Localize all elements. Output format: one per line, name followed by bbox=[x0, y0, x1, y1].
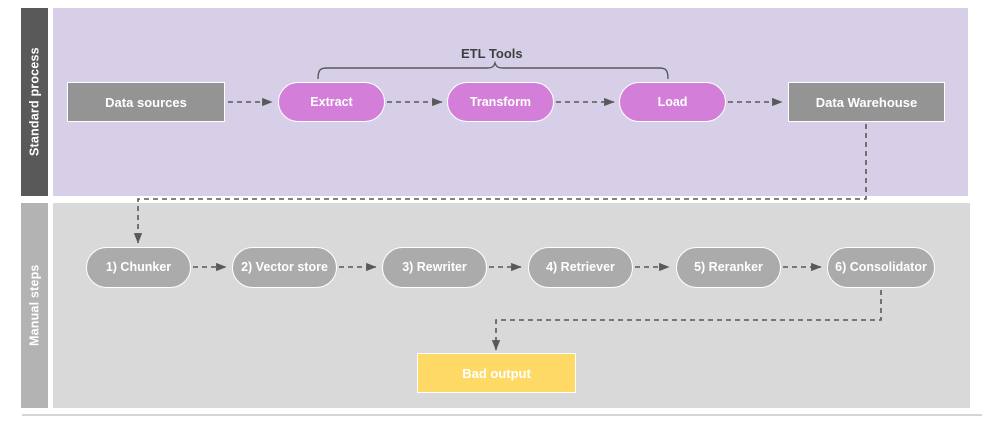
node-retriever[interactable]: 4) Retriever bbox=[528, 247, 633, 288]
node-data-sources[interactable]: Data sources bbox=[67, 82, 225, 122]
node-vector-store[interactable]: 2) Vector store bbox=[232, 247, 337, 288]
etl-tools-label: ETL Tools bbox=[461, 46, 523, 61]
node-data-warehouse[interactable]: Data Warehouse bbox=[788, 82, 945, 122]
node-chunker[interactable]: 1) Chunker bbox=[86, 247, 191, 288]
node-reranker[interactable]: 5) Reranker bbox=[676, 247, 781, 288]
node-transform[interactable]: Transform bbox=[447, 82, 554, 122]
bottom-divider bbox=[22, 414, 982, 416]
node-load[interactable]: Load bbox=[619, 82, 726, 122]
node-bad-output[interactable]: Bad output bbox=[417, 353, 576, 393]
node-consolidator[interactable]: 6) Consolidator bbox=[827, 247, 935, 288]
lane-label-standard-process: Standard process bbox=[21, 8, 48, 196]
node-rewriter[interactable]: 3) Rewriter bbox=[382, 247, 487, 288]
lane-label-manual-steps: Manual steps bbox=[21, 203, 48, 408]
node-extract[interactable]: Extract bbox=[278, 82, 385, 122]
